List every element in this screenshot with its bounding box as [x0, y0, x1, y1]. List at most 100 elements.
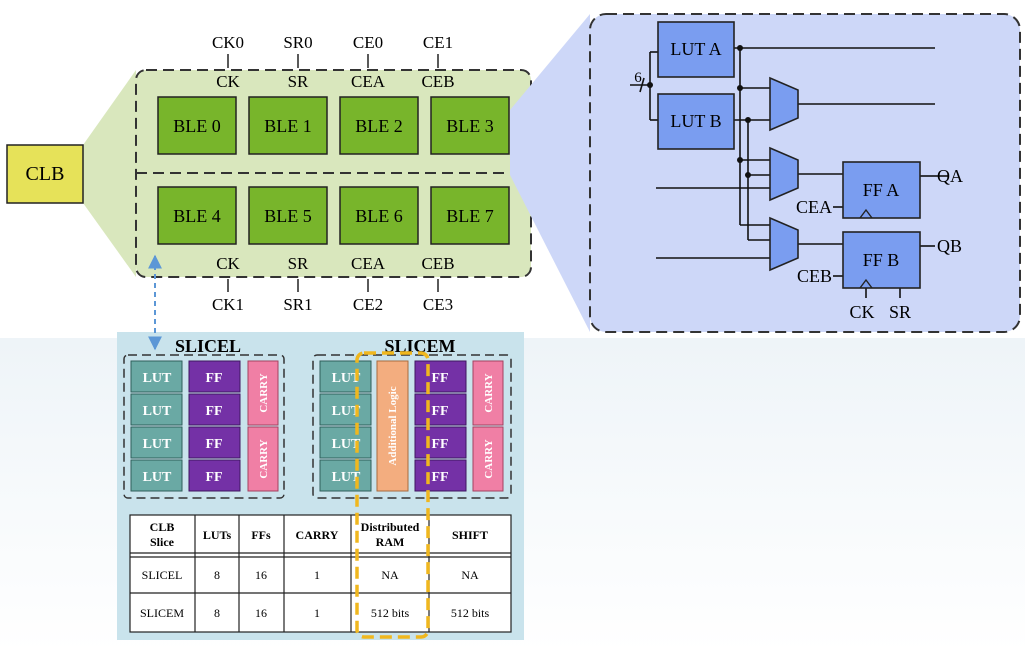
signal-label: CEA: [351, 254, 386, 273]
clb-label: CLB: [26, 163, 65, 185]
ble-block: [339, 96, 419, 155]
signal-label: SR: [288, 72, 309, 91]
ff-label: FF: [205, 470, 222, 485]
signal-label: CK1: [212, 295, 244, 314]
slice-comparison-table: CLB Slice LUTs FFs CARRY Distributed RAM…: [129, 514, 512, 633]
signal-label: CE1: [423, 33, 453, 52]
clock-edge-icon: [859, 208, 873, 219]
slicel-cells: LUT LUT LUT LUT FF FF FF FF CARRY CARRY: [130, 360, 279, 492]
distributed-ram-highlight: [355, 351, 430, 639]
table-header: FFs: [251, 528, 271, 542]
signal-label: CEB: [421, 72, 454, 91]
ble-label: BLE 0: [173, 116, 221, 136]
ble-label: BLE 2: [355, 116, 403, 136]
ble-block: [157, 186, 237, 245]
ble-label: BLE 3: [446, 116, 494, 136]
ble-label: BLE 7: [446, 206, 494, 226]
table-cell: 1: [314, 568, 320, 582]
ble-block: [339, 186, 419, 245]
ble-row-top: BLE 0 BLE 1 BLE 2 BLE 3: [157, 96, 510, 155]
signal-label: SR0: [283, 33, 312, 52]
ble-block: [248, 96, 328, 155]
signal-label: CK: [216, 254, 240, 273]
table-header: Distributed: [361, 520, 420, 534]
lut-b-label: LUT B: [670, 111, 721, 131]
table-header: Slice: [150, 535, 175, 549]
qa-label: QA: [937, 166, 963, 186]
table-cell: 8: [214, 606, 220, 620]
clb-block: [6, 144, 84, 204]
mux-icon: [769, 216, 799, 272]
table-cell: SLICEL: [142, 568, 183, 582]
carry-label: CARRY: [483, 439, 495, 478]
bus-width-label: 6: [634, 70, 642, 86]
signal-label: CK0: [212, 33, 244, 52]
slicem-cells: LUT LUT LUT LUT FF FF FF FF CARRY CARRY …: [319, 360, 504, 492]
table-cell: 1: [314, 606, 320, 620]
lut-label: LUT: [332, 437, 361, 452]
ble-label: BLE 4: [173, 206, 221, 226]
ff-label: FF: [431, 470, 448, 485]
ble-block: [248, 186, 328, 245]
table-cell: 8: [214, 568, 220, 582]
cea-label: CEA: [796, 197, 832, 217]
ff-label: FF: [431, 437, 448, 452]
carry-label: CARRY: [258, 439, 270, 478]
lut-label: LUT: [143, 371, 172, 386]
ble-detail-labels: LUT A LUT B 6 FF A FF B QA QB CEA CEB CK…: [634, 39, 963, 322]
ff-b-block: [842, 231, 921, 289]
signal-label: SR1: [283, 295, 312, 314]
bottom-control-signals: CK SR CEA CEB CK1 SR1 CE2 CE3: [212, 254, 455, 314]
table-cell: NA: [381, 568, 399, 582]
slicem-title: SLICEM: [384, 336, 455, 356]
table-header: SHIFT: [452, 528, 488, 542]
slicel-title: SLICEL: [175, 336, 241, 356]
table-cell: NA: [461, 568, 479, 582]
signal-label: CE0: [353, 33, 383, 52]
ble-label: BLE 6: [355, 206, 403, 226]
lut-b-block: [657, 93, 735, 150]
mux-icon: [769, 76, 799, 132]
table-header: CLB: [150, 520, 175, 534]
top-control-signals: CK0 SR0 CE0 CE1 CK SR CEA CEB: [212, 33, 455, 91]
signal-label: CEA: [351, 72, 386, 91]
ff-label: FF: [205, 404, 222, 419]
lut-label: LUT: [332, 404, 361, 419]
ble-label: BLE 5: [264, 206, 312, 226]
detail-expansion-wedge: [510, 14, 590, 332]
carry-label: CARRY: [258, 373, 270, 412]
lut-a-label: LUT A: [670, 39, 721, 59]
clock-edge-icon: [859, 278, 873, 289]
additional-logic-label: Additional Logic: [387, 386, 399, 465]
ble-block: [157, 96, 237, 155]
table-header: CARRY: [296, 528, 339, 542]
signal-label: CE2: [353, 295, 383, 314]
ff-label: FF: [205, 371, 222, 386]
ble-block: [430, 186, 510, 245]
ff-label: FF: [205, 437, 222, 452]
clb-expansion-wedge: [83, 70, 136, 277]
lut-label: LUT: [143, 437, 172, 452]
ceb-label: CEB: [797, 266, 832, 286]
qb-label: QB: [937, 236, 962, 256]
lut-label: LUT: [332, 470, 361, 485]
table-cell: 512 bits: [451, 606, 490, 620]
lut-label: LUT: [332, 371, 361, 386]
ff-label: FF: [431, 371, 448, 386]
carry-label: CARRY: [483, 373, 495, 412]
lut-label: LUT: [143, 470, 172, 485]
ble-block: [430, 96, 510, 155]
ff-label: FF: [431, 404, 448, 419]
sr-label: SR: [889, 302, 911, 322]
lut-a-block: [657, 21, 735, 78]
signal-label: CK: [216, 72, 240, 91]
table-cell: 16: [255, 606, 267, 620]
ble-row-bottom: BLE 4 BLE 5 BLE 6 BLE 7: [157, 186, 510, 245]
table-cell: 16: [255, 568, 267, 582]
lut-label: LUT: [143, 404, 172, 419]
circuit-junctions: [647, 45, 751, 178]
ff-a-block: [842, 161, 921, 219]
signal-label: CEB: [421, 254, 454, 273]
